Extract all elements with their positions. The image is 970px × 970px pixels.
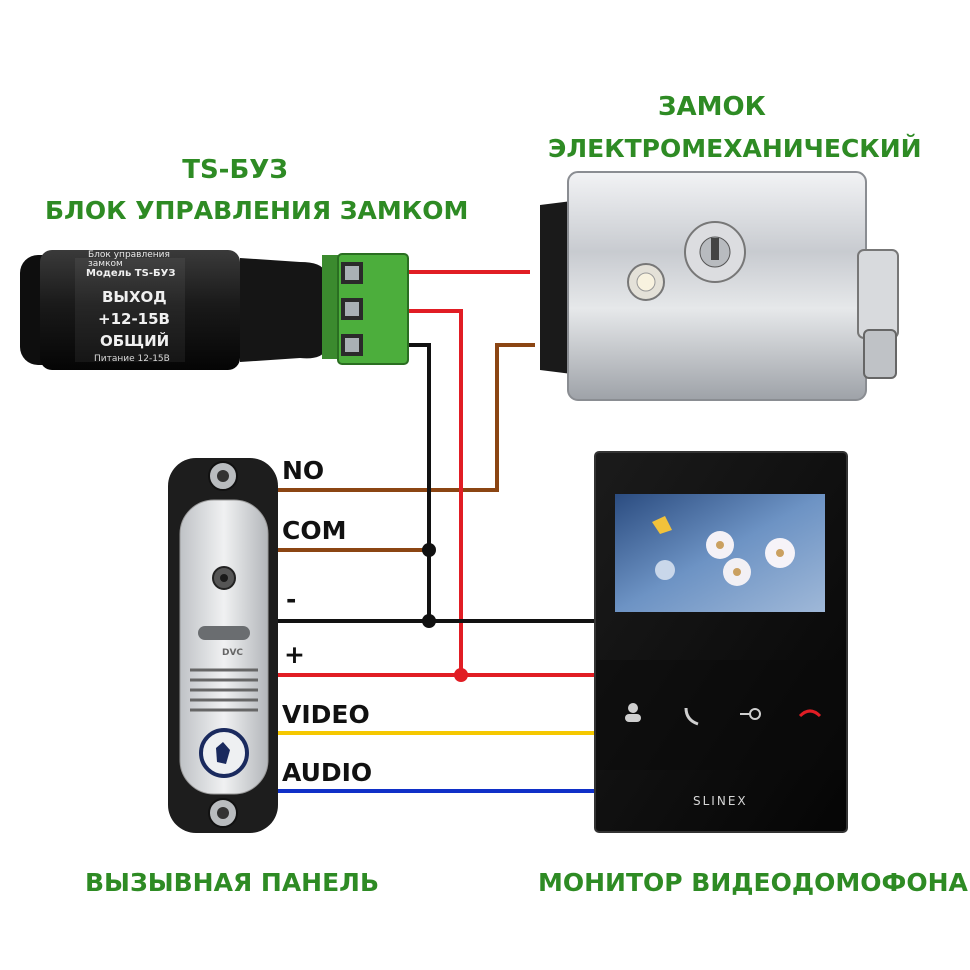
call-button-icon[interactable] (199, 728, 249, 778)
controller-label-power: Питание 12-15В (94, 354, 170, 364)
junction-plus (454, 668, 468, 682)
wire-label-plus: + (284, 640, 305, 669)
controller-label-model: Модель TS-БУЗ (86, 268, 176, 279)
camera-icon (212, 566, 236, 590)
wire-label-minus: - (286, 585, 297, 614)
door-key-icon[interactable] (740, 708, 761, 720)
wire-label-com: COM (282, 516, 347, 545)
lock-controller-device (20, 250, 409, 370)
call-panel-title: ВЫЗЫВНАЯ ПАНЕЛЬ (85, 868, 379, 897)
phone-icon[interactable] (684, 707, 699, 726)
controller-label-voltage: +12-15В (98, 310, 170, 328)
call-panel-brand: DVC (222, 648, 244, 658)
wire-black-common (345, 343, 431, 621)
video-monitor-device (594, 451, 848, 833)
hangup-icon[interactable] (798, 709, 822, 718)
user-icon[interactable] (625, 703, 641, 722)
call-panel-device (168, 458, 278, 833)
monitor-brand: SLINEX (693, 794, 748, 808)
wire-label-no: NO (282, 456, 325, 485)
lock-title-1: ЗАМОК (658, 92, 766, 122)
junction-minus (422, 614, 436, 628)
lock-controller-title-2: БЛОК УПРАВЛЕНИЯ ЗАМКОМ (45, 196, 469, 225)
key-icon (684, 221, 746, 283)
screen-flowers (652, 516, 795, 586)
electromechanical-lock (540, 171, 899, 401)
wire-label-video: VIDEO (282, 700, 370, 729)
lock-controller-title-1: TS-БУЗ (182, 155, 288, 185)
speaker-grille (190, 668, 258, 712)
monitor-title: МОНИТОР ВИДЕОДОМОФОНА (538, 868, 968, 897)
wire-label-audio: AUDIO (282, 758, 373, 787)
controller-label-output: ВЫХОД (102, 288, 167, 306)
controller-label-common: ОБЩИЙ (100, 332, 170, 350)
controller-label-top: Блок управления замком (88, 250, 170, 269)
wire-brown-no (278, 343, 535, 492)
junction-com (422, 543, 436, 557)
lock-title-2: ЭЛЕКТРОМЕХАНИЧЕСКИЙ (548, 134, 922, 163)
